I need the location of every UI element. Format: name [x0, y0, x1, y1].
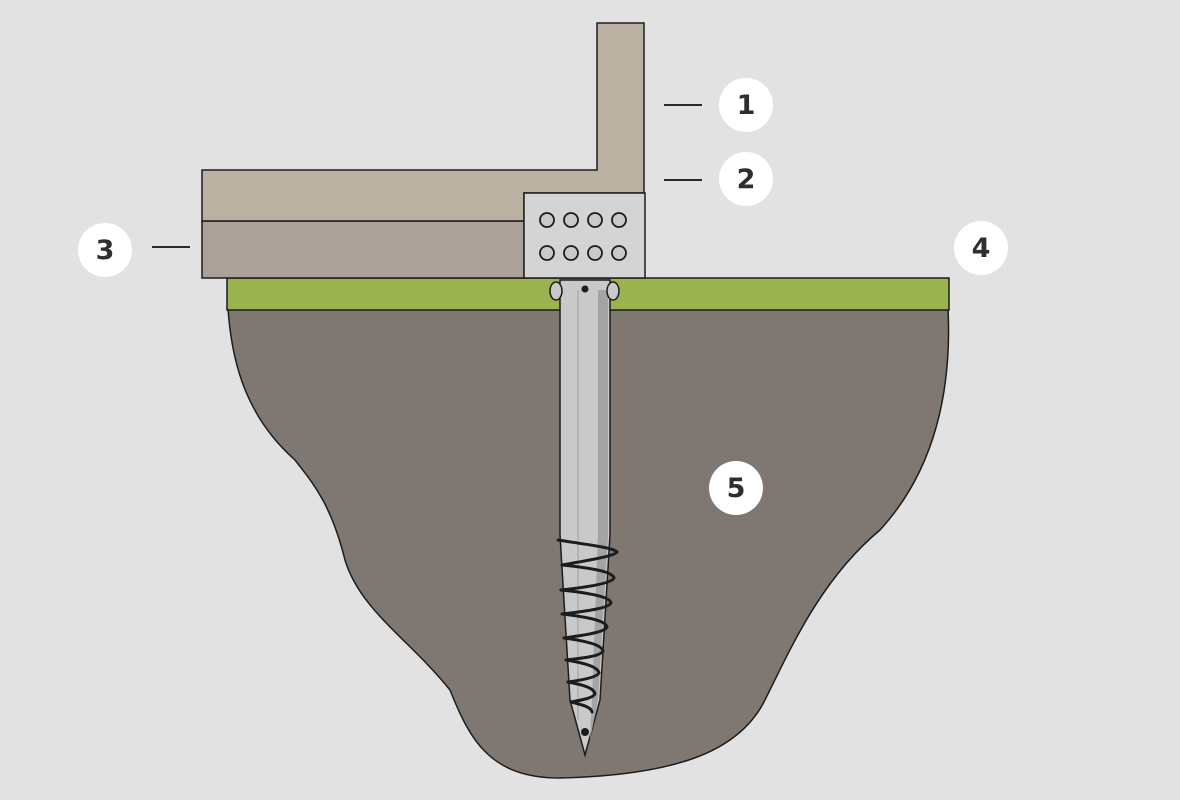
screw-pile [549, 279, 620, 758]
pile-helix [556, 538, 619, 714]
callout-3-leader [152, 246, 190, 248]
callout-5-number: 5 [726, 472, 746, 504]
callout-2-number: 2 [736, 163, 756, 195]
pile-bolt-left [549, 281, 563, 301]
callout-2-badge: 2 [719, 152, 773, 206]
beam-and-wall-post [201, 22, 645, 222]
callout-3-badge: 3 [78, 223, 132, 277]
connector-bolt-holes [539, 212, 627, 261]
callout-1-number: 1 [736, 89, 756, 121]
callout-4-badge: 4 [954, 221, 1008, 275]
pile-shaft-shadow [590, 290, 608, 740]
callout-5-badge: 5 [709, 461, 763, 515]
callout-3-number: 3 [95, 234, 115, 266]
pile-bottom-hole [581, 728, 589, 736]
sill-plate [201, 220, 525, 279]
connector-plate [523, 192, 646, 279]
connector-plate-body [523, 192, 646, 279]
callout-1-badge: 1 [719, 78, 773, 132]
callout-1-leader [664, 104, 702, 106]
pile-top-hole [581, 285, 589, 293]
callout-4-number: 4 [971, 232, 991, 264]
pile-bolt-right [606, 281, 620, 301]
callout-2-leader [664, 179, 702, 181]
